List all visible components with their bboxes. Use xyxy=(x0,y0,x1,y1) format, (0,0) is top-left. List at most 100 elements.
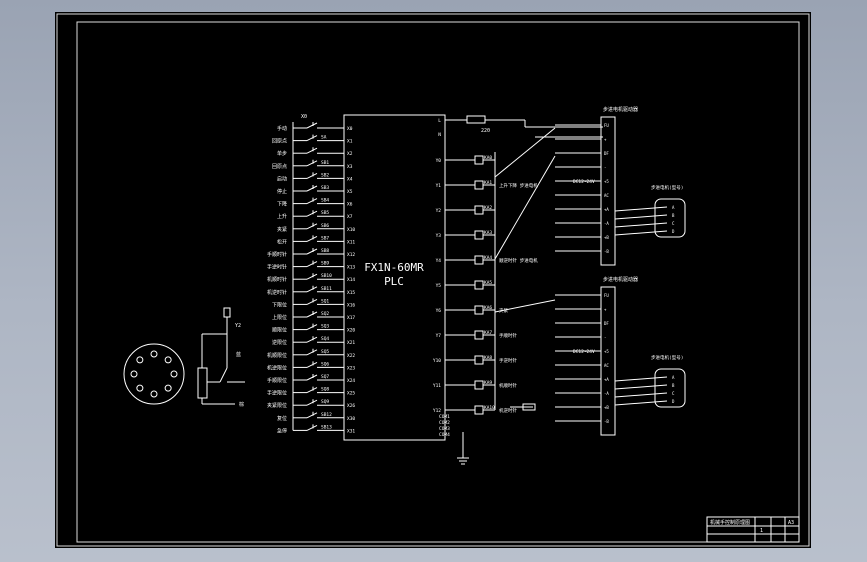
output-address: Y11 xyxy=(433,383,441,389)
motor-pin: C xyxy=(672,391,675,396)
motor-pin: B xyxy=(672,383,675,388)
coil-label: KA5 xyxy=(484,280,492,286)
input-label: 顺限位 xyxy=(272,327,287,334)
inner-frame xyxy=(76,21,800,543)
output-description: 手顺时针 xyxy=(499,332,517,339)
encoder-hole xyxy=(164,384,172,392)
switch-label: SQ1 xyxy=(321,298,329,304)
input-address: X31 xyxy=(347,428,355,434)
input-address: X21 xyxy=(347,340,355,346)
switch-label: SQ6 xyxy=(321,361,329,367)
input-bus-label: X0 xyxy=(301,114,307,120)
input-label: 手逆时针 xyxy=(267,264,287,271)
driver-pin: FU xyxy=(604,123,609,128)
output-address: Y5 xyxy=(436,283,442,289)
switch-label: SQ8 xyxy=(321,387,329,393)
driver-pin: FU xyxy=(604,293,609,298)
com-label: COM1 xyxy=(439,414,450,420)
plc-model: FX1N-60MR xyxy=(364,261,424,274)
switch-label: SB10 xyxy=(321,273,332,279)
input-address: X3 xyxy=(347,164,353,170)
switch-label: SQ4 xyxy=(321,336,329,342)
switch-label: SQ5 xyxy=(321,349,329,355)
input-label: 夹紧限位 xyxy=(267,402,287,409)
relay-coil xyxy=(474,380,484,390)
driver-pin: -A xyxy=(604,391,609,396)
driver-pin: +A xyxy=(604,377,609,382)
motor-title: 步进电机(型号) xyxy=(651,184,683,191)
driver-voltage: DC12~24V xyxy=(573,349,595,355)
coil-label: KA0 xyxy=(484,155,492,161)
encoder-hole xyxy=(150,390,158,398)
switch-label: SB4 xyxy=(321,198,329,204)
motor-pin: B xyxy=(672,213,675,218)
input-label: 上升 xyxy=(277,213,287,220)
title-block-title: 机械手控制原理图 xyxy=(710,519,750,526)
output-description: 上升下降 步进电机 xyxy=(499,182,538,189)
input-label: 下限位 xyxy=(272,301,287,308)
encoder-label-bot: 棕 xyxy=(239,401,244,408)
switch-label: SB9 xyxy=(321,261,329,267)
driver-pin: DF xyxy=(604,151,609,156)
input-address: X24 xyxy=(347,378,355,384)
driver-pin: +5 xyxy=(604,179,609,184)
input-address: X7 xyxy=(347,214,353,220)
switch-label: SQ7 xyxy=(321,374,329,380)
coil-label: KA6 xyxy=(484,305,492,311)
motor-connector xyxy=(654,198,686,238)
relay-coil xyxy=(474,355,484,365)
title-block-scale: A3 xyxy=(788,520,794,526)
driver-pin: + xyxy=(604,137,607,142)
relay-coil xyxy=(474,230,484,240)
switch-label: SA xyxy=(321,135,327,141)
driver-bottom: 步进电机驱动器FU+DF-+5AC+A-A+B-BDC12~24V步进电机(型号… xyxy=(555,276,686,436)
input-address: X23 xyxy=(347,365,355,371)
outer-frame xyxy=(56,13,810,547)
encoder-hole xyxy=(130,370,138,378)
output-address: Y6 xyxy=(436,308,442,314)
input-label: 机顺时针 xyxy=(267,276,287,283)
input-label: 启动 xyxy=(277,175,287,182)
input-label: 急停 xyxy=(277,427,287,434)
coil-label: KA9 xyxy=(484,380,492,386)
motor-pin: D xyxy=(672,399,675,404)
input-label: 松开 xyxy=(277,238,287,245)
driver-pin: - xyxy=(604,165,606,170)
input-label: 机逆限位 xyxy=(267,364,287,371)
driver-pin: AC xyxy=(604,363,609,368)
input-label: 手动 xyxy=(277,125,287,132)
output-address: Y4 xyxy=(436,258,442,264)
input-label: 下降 xyxy=(277,201,287,208)
switch-label: SB1 xyxy=(321,160,329,166)
switch-label: SB7 xyxy=(321,235,329,241)
ground-symbol xyxy=(457,432,469,465)
driver-pin: AC xyxy=(604,193,609,198)
driver-pin: +5 xyxy=(604,349,609,354)
output-address: Y3 xyxy=(436,233,442,239)
input-address: X26 xyxy=(347,403,355,409)
encoder-hole xyxy=(136,356,144,364)
switch-label: SB8 xyxy=(321,248,329,254)
driver-box xyxy=(600,116,616,266)
motor-title: 步进电机(型号) xyxy=(651,354,683,361)
relay-coil xyxy=(474,205,484,215)
driver-pin: -B xyxy=(604,419,609,424)
